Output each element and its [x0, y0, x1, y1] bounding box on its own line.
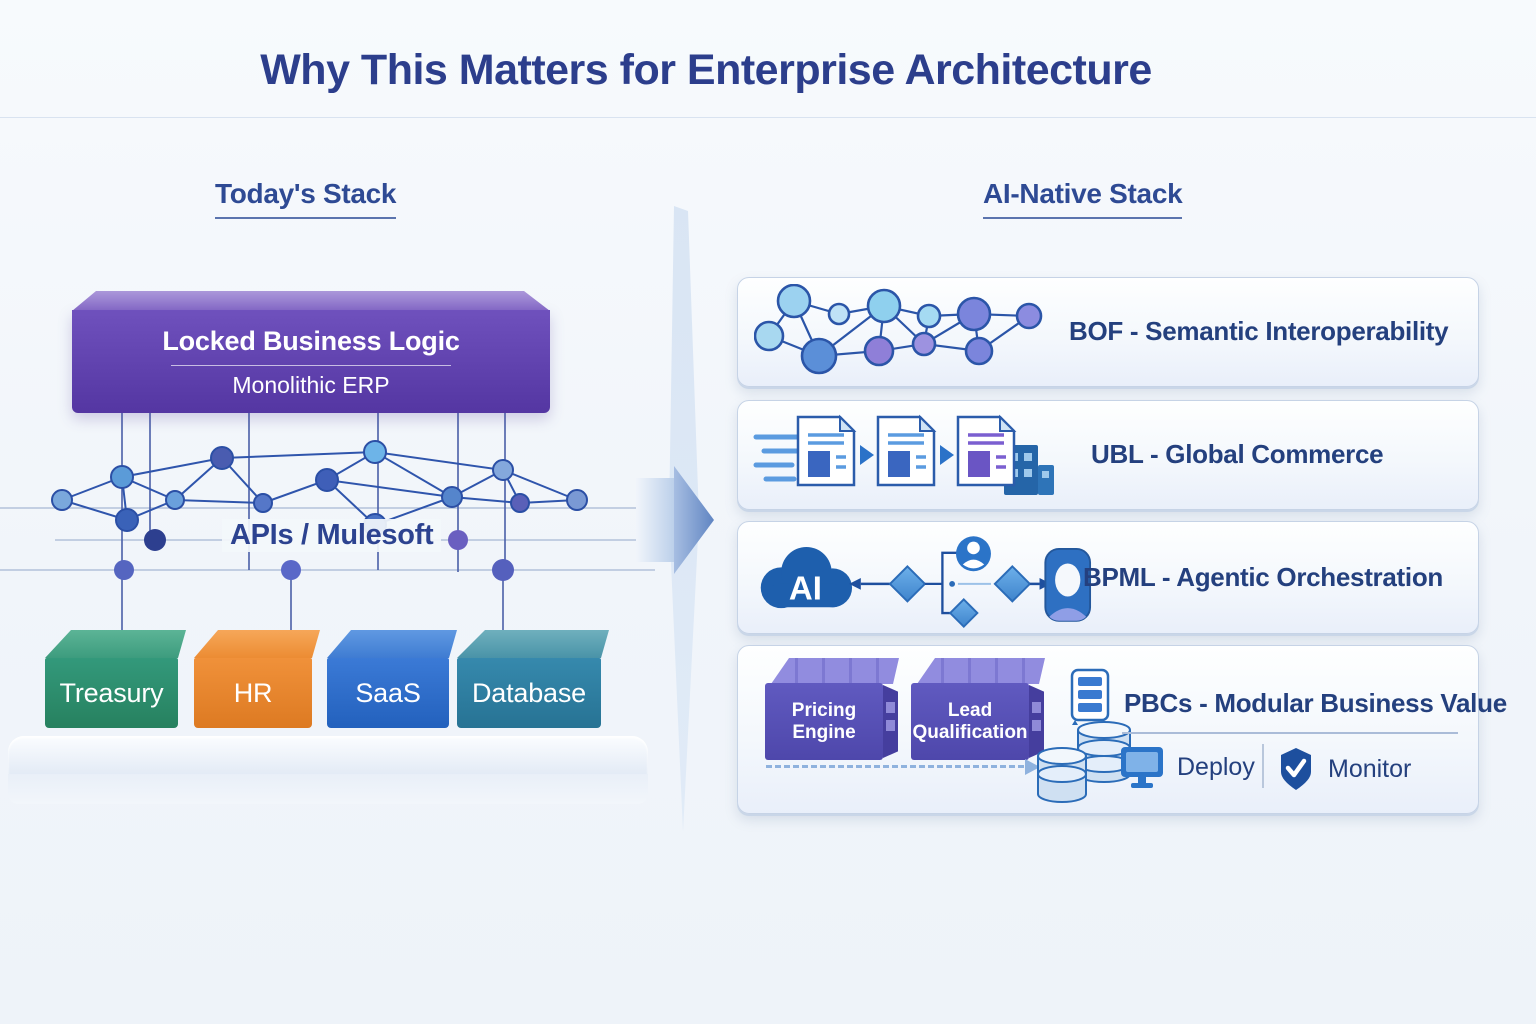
saas-box-top-face [327, 630, 457, 658]
module-box-lead-qualification: Lead Qualification [911, 658, 1045, 760]
pbcs-label: PBCs - Modular Business Value [1124, 688, 1507, 718]
system-box-database: Database [457, 630, 609, 728]
monitor-action: Monitor [1276, 746, 1411, 792]
shield-check-icon [1281, 748, 1311, 790]
pricing-engine-label: Pricing Engine [765, 683, 883, 760]
title-divider [0, 117, 1536, 118]
database-cylinders-icon [1037, 721, 1131, 803]
actions-separator [1262, 744, 1264, 788]
user-avatar-icon [956, 536, 991, 572]
platform-shelf-front [8, 774, 648, 804]
treasury-box-top-face [45, 630, 186, 658]
treasury-box-label: Treasury [45, 658, 178, 728]
erp-box-top-face [72, 291, 550, 311]
saas-box-label: SaaS [327, 658, 449, 728]
card-bof: BOF - Semantic Interoperability [737, 277, 1479, 387]
person-portrait-icon [1044, 547, 1092, 622]
pbcs-divider [1122, 732, 1458, 734]
ai-cloud-text: AI [789, 569, 822, 606]
transition-arrow-graphic [636, 206, 714, 832]
hr-box-label: HR [194, 658, 312, 728]
server-rack-icon [1070, 668, 1110, 725]
erp-monolith-box: Locked Business Logic Monolithic ERP [72, 310, 550, 413]
todays-stack-heading: Today's Stack [215, 178, 397, 219]
hr-box-top-face [194, 630, 320, 658]
system-box-treasury: Treasury [45, 630, 186, 728]
monitor-label: Monitor [1328, 754, 1412, 783]
deployment-flow-arrow [766, 759, 1040, 775]
integration-mesh-graphic [0, 413, 655, 632]
document-flow-icon [753, 414, 1054, 495]
lead-qualification-label: Lead Qualification [911, 683, 1029, 760]
database-box-top-face [457, 630, 609, 658]
ubl-label: UBL - Global Commerce [1091, 439, 1384, 469]
module-box-pricing-engine: Pricing Engine [765, 658, 899, 760]
card-ubl: UBL - Global Commerce [737, 400, 1479, 510]
database-box-label: Database [457, 658, 601, 728]
card-bpml: AI [737, 521, 1479, 634]
arrow-shaft [636, 478, 674, 562]
bof-label: BOF - Semantic Interoperability [1069, 316, 1449, 346]
erp-box-title: Locked Business Logic [162, 326, 460, 356]
arrow-head [674, 466, 714, 574]
network-graph-icon [754, 284, 1043, 375]
erp-box-subtitle: Monolithic ERP [232, 372, 390, 398]
system-box-saas: SaaS [327, 630, 457, 728]
system-box-hr: HR [194, 630, 320, 728]
bpml-label: BPML - Agentic Orchestration [1083, 562, 1443, 592]
monitor-screen-icon [1121, 747, 1163, 788]
module-box-top-face [917, 658, 1045, 684]
deploy-label: Deploy [1177, 752, 1255, 781]
module-box-top-face [771, 658, 899, 684]
ai-orchestration-icon: AI [760, 536, 1092, 629]
card-pbcs: Pricing Engine Lead Qualification [737, 645, 1507, 814]
erp-box-underline [171, 365, 451, 366]
deploy-action: Deploy [1119, 745, 1255, 789]
platform-shelf [8, 736, 648, 776]
ai-native-stack-heading: AI-Native Stack [983, 178, 1183, 219]
middleware-label: APIs / Mulesoft [222, 519, 442, 552]
page-title: Why This Matters for Enterprise Architec… [260, 46, 1152, 94]
ai-cloud-icon: AI [760, 546, 853, 609]
